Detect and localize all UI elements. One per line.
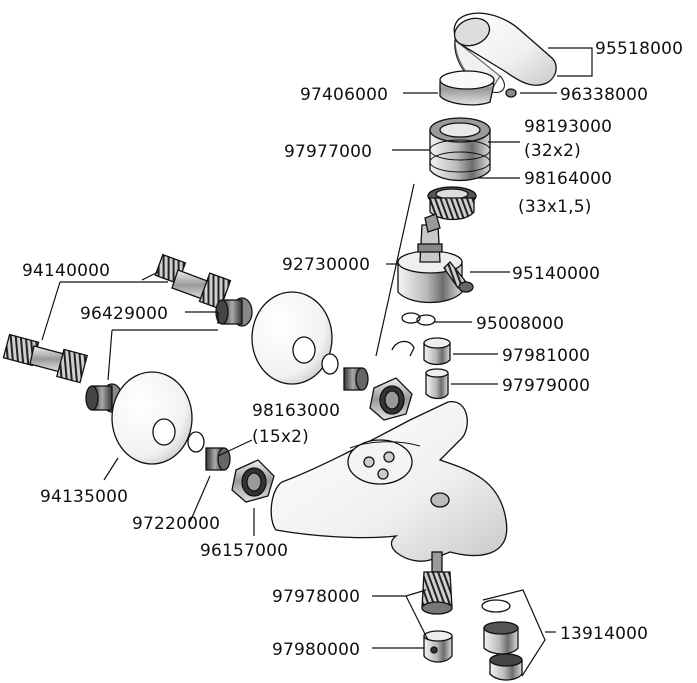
rosette-upper-part [251, 291, 333, 385]
rosette-lower-part [111, 371, 193, 465]
small-o-rings-part [401, 312, 436, 326]
label-94135000: 94135000 [40, 487, 128, 507]
label-95518000: 95518000 [595, 39, 683, 59]
eccentric-lower-part [205, 447, 231, 471]
label-95008000: 95008000 [476, 314, 564, 334]
label-94140000: 94140000 [22, 261, 110, 281]
leader-lines [41, 47, 593, 677]
label-92730000: 92730000 [282, 255, 370, 275]
sleeve-part [429, 117, 491, 182]
retaining-clip-part [391, 340, 415, 357]
set-screw-part [505, 88, 517, 98]
gasket-lower-part [187, 431, 205, 453]
label-98193000-size: (32x2) [524, 141, 581, 161]
diverter-knob-part [423, 630, 453, 663]
handle-lever-part [453, 12, 557, 93]
mixer-body-part [270, 401, 508, 562]
label-97978000: 97978000 [272, 587, 360, 607]
label-96338000: 96338000 [560, 85, 648, 105]
label-98163000-size: (15x2) [252, 427, 309, 447]
union-nut-upper-part [369, 377, 413, 421]
cartridge-part [397, 213, 463, 304]
label-97980000: 97980000 [272, 640, 360, 660]
label-97977000: 97977000 [284, 142, 372, 162]
diverter-spindle-part [421, 551, 453, 615]
label-97979000: 97979000 [502, 376, 590, 396]
plug-part [423, 337, 451, 366]
union-nut-lower-part [231, 459, 275, 503]
nipple-upper-part [215, 297, 253, 327]
label-98163000: 98163000 [252, 401, 340, 421]
part-labels: 95518000 96338000 97406000 98193000 (32x… [22, 39, 683, 660]
label-95140000: 95140000 [512, 264, 600, 284]
label-98164000-size: (33x1,5) [518, 197, 592, 217]
label-98193000: 98193000 [524, 117, 612, 137]
label-96157000: 96157000 [200, 541, 288, 561]
screw-part [443, 261, 474, 293]
aerator-part [481, 599, 523, 681]
label-97406000: 97406000 [300, 85, 388, 105]
o-ring-part [427, 186, 477, 221]
gasket-upper-part [321, 353, 339, 375]
s-union-lower-part [2, 333, 89, 384]
label-13914000: 13914000 [560, 624, 648, 644]
eccentric-upper-part [343, 367, 369, 391]
label-97220000: 97220000 [132, 514, 220, 534]
label-98164000: 98164000 [524, 169, 612, 189]
label-97981000: 97981000 [502, 346, 590, 366]
spacer-part [425, 368, 449, 400]
label-96429000: 96429000 [80, 304, 168, 324]
cover-ring-part [439, 70, 495, 106]
